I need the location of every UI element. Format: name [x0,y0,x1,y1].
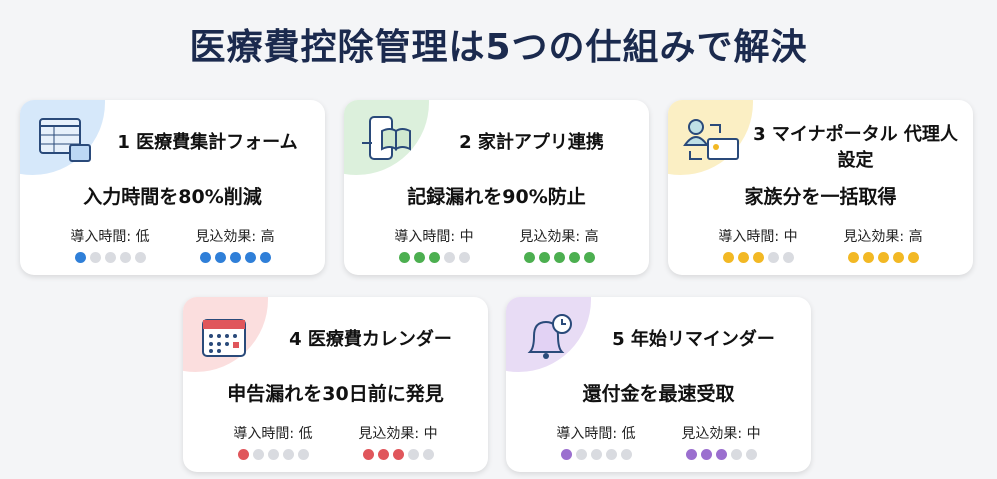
time-dot [89,252,101,263]
time-dot [74,252,86,263]
effect-dot [553,252,565,263]
effect-rating: 見込効果: 中 [333,423,463,460]
effect-dot [877,252,889,263]
card-title: 3 マイナポータル 代理人設定 [753,124,958,171]
effect-dot [377,449,389,460]
card-title: 5 年始リマインダー [612,329,775,350]
effect-rating: 見込効果: 高 [494,226,624,263]
effect-dot [229,252,241,263]
time-rating: 導入時間: 低 [45,226,175,263]
card-title: 4 医療費カレンダー [289,329,452,350]
effect-rating: 見込効果: 高 [170,226,300,263]
time-dot [605,449,617,460]
effect-dot [568,252,580,263]
time-dot [252,449,264,460]
time-dot [398,252,410,263]
effect-dot [685,449,697,460]
time-dot [104,252,116,263]
time-dot [282,449,294,460]
time-rating-dots [369,252,499,263]
effect-dot [583,252,595,263]
time-dot [767,252,779,263]
effect-rating-dots [818,252,948,263]
time-rating-dots [45,252,175,263]
effect-rating: 見込効果: 中 [656,423,786,460]
solution-card: 2 家計アプリ連携 記録漏れを90%防止 導入時間: 中 見込効果: 高 [344,100,649,275]
time-rating: 導入時間: 中 [693,226,823,263]
effect-dot [847,252,859,263]
effect-dot [745,449,757,460]
card-benefit: 入力時間を80%削減 [83,186,262,208]
solution-card: 4 医療費カレンダー 申告漏れを30日前に発見 導入時間: 低 見込効果: 中 [183,297,488,472]
effect-rating-dots [494,252,624,263]
effect-dot [214,252,226,263]
time-dot [752,252,764,263]
effect-dot [715,449,727,460]
time-dot [590,449,602,460]
proxy-id-card-icon [683,119,739,160]
effect-dot [700,449,712,460]
effect-dot [730,449,742,460]
card-benefit: 家族分を一括取得 [744,186,897,208]
time-dot [560,449,572,460]
effect-dot [199,252,211,263]
effect-dot [862,252,874,263]
time-dot [237,449,249,460]
time-dot [722,252,734,263]
card-title: 2 家計アプリ連携 [459,132,604,153]
time-rating: 導入時間: 低 [208,423,338,460]
time-dot [119,252,131,263]
effect-dot [907,252,919,263]
effect-rating-dots [333,449,463,460]
effect-rating-dots [656,449,786,460]
effect-dot [892,252,904,263]
time-rating-dots [531,449,661,460]
time-dot [443,252,455,263]
time-rating: 導入時間: 低 [531,423,661,460]
effect-dot [523,252,535,263]
spreadsheet-form-icon [39,118,91,162]
time-rating: 導入時間: 中 [369,226,499,263]
time-dot [737,252,749,263]
time-dot [575,449,587,460]
solution-card: 3 マイナポータル 代理人設定 家族分を一括取得 導入時間: 中 見込効果: 高 [668,100,973,275]
effect-dot [538,252,550,263]
time-dot [134,252,146,263]
effect-rating: 見込効果: 高 [818,226,948,263]
calendar-icon [202,319,246,357]
effect-dot [422,449,434,460]
card-benefit: 申告漏れを30日前に発見 [227,383,444,405]
effect-dot [244,252,256,263]
card-benefit: 還付金を最速受取 [582,383,735,405]
time-dot [782,252,794,263]
solution-card: 5 年始リマインダー 還付金を最速受取 導入時間: 低 見込効果: 中 [506,297,811,472]
effect-dot [407,449,419,460]
time-dot [297,449,309,460]
effect-rating-dots [170,252,300,263]
time-rating-dots [693,252,823,263]
time-rating-dots [208,449,338,460]
card-benefit: 記録漏れを90%防止 [407,186,586,208]
time-dot [413,252,425,263]
effect-dot [362,449,374,460]
phone-book-sync-icon [362,116,411,160]
time-dot [458,252,470,263]
time-dot [620,449,632,460]
effect-dot [259,252,271,263]
bell-clock-icon [527,314,572,359]
time-dot [428,252,440,263]
effect-dot [392,449,404,460]
solution-card: 1 医療費集計フォーム 入力時間を80%削減 導入時間: 低 見込効果: 高 [20,100,325,275]
card-title: 1 医療費集計フォーム [117,132,298,153]
time-dot [267,449,279,460]
page-title: 医療費控除管理は5つの仕組みで解決 [189,27,808,68]
